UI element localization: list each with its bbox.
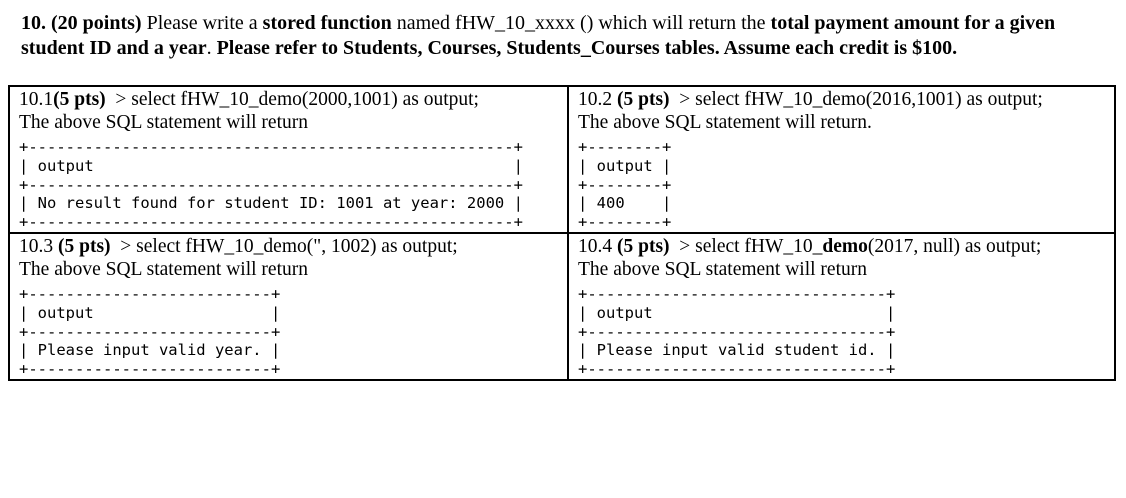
return-text-10-4: The above SQL statement will return: [578, 258, 867, 280]
answers-table: 10.1(5 pts) > select fHW_10_demo(2000,10…: [8, 85, 1116, 381]
return-text-10-3: The above SQL statement will return: [19, 258, 308, 280]
question-cell-10-4: 10.4 (5 pts) > select fHW_10_demo(2017, …: [567, 231, 1116, 381]
sql-output-table-10-3: +--------------------------+ | output | …: [19, 284, 281, 379]
sql-output-table-10-4: +--------------------------------+ | out…: [578, 284, 896, 379]
sql-output-table-10-2: +--------+ | output | +--------+ | 400 |…: [578, 138, 672, 232]
return-text-10-2: The above SQL statement will return.: [578, 112, 872, 133]
return-text-10-1: The above SQL statement will return: [19, 112, 308, 133]
sql-prompt-10-3: 10.3 (5 pts) > select fHW_10_demo(", 100…: [19, 235, 458, 257]
question-cell-10-3: 10.3 (5 pts) > select fHW_10_demo(", 100…: [8, 231, 569, 381]
sql-prompt-10-2: 10.2 (5 pts) > select fHW_10_demo(2016,1…: [578, 89, 1043, 110]
sql-prompt-10-1: 10.1(5 pts) > select fHW_10_demo(2000,10…: [19, 89, 479, 110]
question-header: 10. (20 points) Please write a stored fu…: [21, 12, 1056, 59]
sql-output-table-10-1: +---------------------------------------…: [19, 138, 523, 232]
question-cell-10-2: 10.2 (5 pts) > select fHW_10_demo(2016,1…: [567, 85, 1116, 234]
sql-prompt-10-4: 10.4 (5 pts) > select fHW_10_demo(2017, …: [578, 235, 1042, 257]
table-row: 10.1(5 pts) > select fHW_10_demo(2000,10…: [8, 85, 1116, 234]
question-cell-10-1: 10.1(5 pts) > select fHW_10_demo(2000,10…: [8, 85, 569, 234]
table-row: 10.3 (5 pts) > select fHW_10_demo(", 100…: [8, 231, 1116, 381]
